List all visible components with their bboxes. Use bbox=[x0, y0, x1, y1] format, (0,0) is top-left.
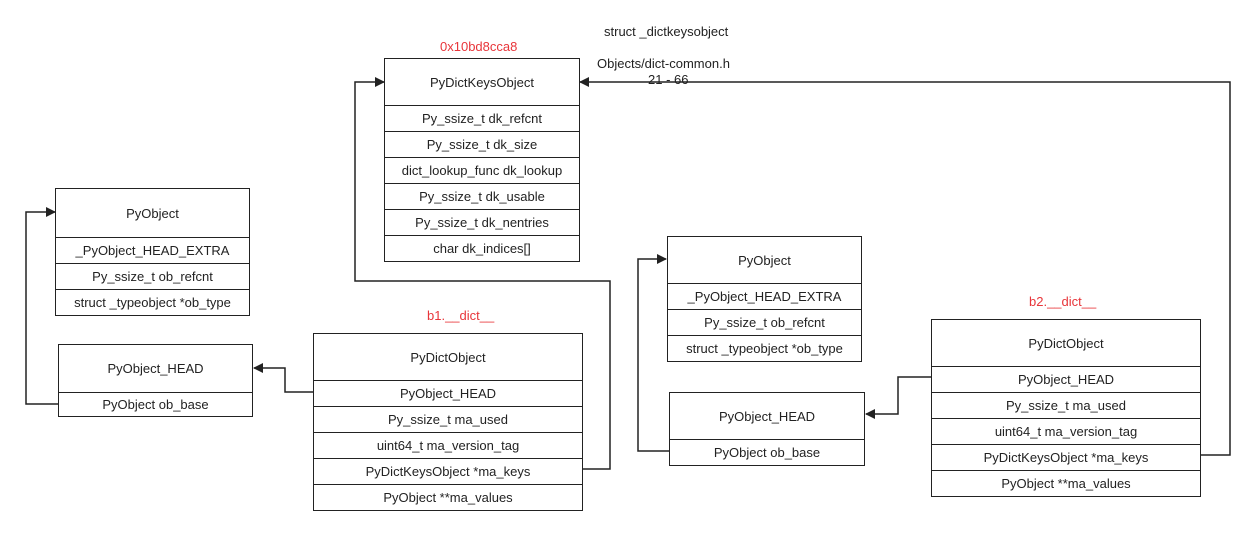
struct-field: PyObject ob_base bbox=[670, 439, 864, 465]
b1-dict-label: b1.__dict__ bbox=[427, 308, 495, 323]
struct-title: PyObject bbox=[126, 205, 179, 221]
struct-title: PyDictKeysObject bbox=[429, 74, 535, 90]
b1-head-arrow bbox=[253, 363, 313, 393]
pyobject-left-struct: PyObject _PyObject_HEAD_EXTRA Py_ssize_t… bbox=[55, 188, 250, 316]
struct-field: _PyObject_HEAD_EXTRA bbox=[56, 237, 249, 263]
struct-field: PyObject_HEAD bbox=[932, 366, 1200, 392]
struct-field: Py_ssize_t dk_size bbox=[385, 131, 579, 157]
struct-field: Py_ssize_t dk_usable bbox=[385, 183, 579, 209]
struct-field: PyObject **ma_values bbox=[314, 484, 582, 510]
struct-field: struct _typeobject *ob_type bbox=[668, 335, 861, 361]
line-range-note: 21 - 66 bbox=[648, 72, 689, 87]
struct-field: uint64_t ma_version_tag bbox=[314, 432, 582, 458]
struct-field: dict_lookup_func dk_lookup bbox=[385, 157, 579, 183]
struct-field: struct _typeobject *ob_type bbox=[56, 289, 249, 315]
struct-field: PyObject_HEAD bbox=[314, 380, 582, 406]
struct-field: Py_ssize_t ob_refcnt bbox=[668, 309, 861, 335]
struct-field: PyDictKeysObject *ma_keys bbox=[932, 444, 1200, 470]
b2-dict-label: b2.__dict__ bbox=[1029, 294, 1097, 309]
dict-keys-object-struct: PyDictKeysObject Py_ssize_t dk_refcnt Py… bbox=[384, 58, 580, 262]
pyobject-head-right-struct: PyObject_HEAD PyObject ob_base bbox=[669, 392, 865, 466]
b2-ma-keys-arrow bbox=[579, 77, 1231, 456]
struct-field: PyDictKeysObject *ma_keys bbox=[314, 458, 582, 484]
struct-field: Py_ssize_t dk_refcnt bbox=[385, 105, 579, 131]
b2-head-arrow bbox=[865, 376, 931, 419]
right-ob-base-arrow bbox=[637, 254, 669, 452]
struct-field: Py_ssize_t ma_used bbox=[932, 392, 1200, 418]
left-ob-base-arrow bbox=[25, 207, 58, 405]
dict-object-b1-struct: PyDictObject PyObject_HEAD Py_ssize_t ma… bbox=[313, 333, 583, 511]
pyobject-head-left-struct: PyObject_HEAD PyObject ob_base bbox=[58, 344, 253, 417]
struct-title: PyDictObject bbox=[410, 349, 486, 365]
struct-title: PyObject_HEAD bbox=[718, 408, 816, 424]
struct-field: char dk_indices[] bbox=[385, 235, 579, 261]
struct-title: PyObject bbox=[738, 252, 791, 268]
struct-field: PyObject ob_base bbox=[59, 392, 252, 416]
struct-title: PyDictObject bbox=[1028, 335, 1104, 351]
pyobject-right-struct: PyObject _PyObject_HEAD_EXTRA Py_ssize_t… bbox=[667, 236, 862, 362]
keys-address-label: 0x10bd8cca8 bbox=[440, 39, 518, 54]
source-file-note: Objects/dict-common.h bbox=[597, 56, 730, 71]
struct-field: PyObject **ma_values bbox=[932, 470, 1200, 496]
struct-field: _PyObject_HEAD_EXTRA bbox=[668, 283, 861, 309]
struct-title: PyObject_HEAD bbox=[107, 361, 204, 376]
struct-field: Py_ssize_t dk_nentries bbox=[385, 209, 579, 235]
b1-ma-keys-arrow bbox=[354, 77, 611, 470]
struct-field: Py_ssize_t ob_refcnt bbox=[56, 263, 249, 289]
dict-object-b2-struct: PyDictObject PyObject_HEAD Py_ssize_t ma… bbox=[931, 319, 1201, 497]
struct-field: Py_ssize_t ma_used bbox=[314, 406, 582, 432]
struct-name-note: struct _dictkeysobject bbox=[604, 24, 729, 39]
struct-field: uint64_t ma_version_tag bbox=[932, 418, 1200, 444]
